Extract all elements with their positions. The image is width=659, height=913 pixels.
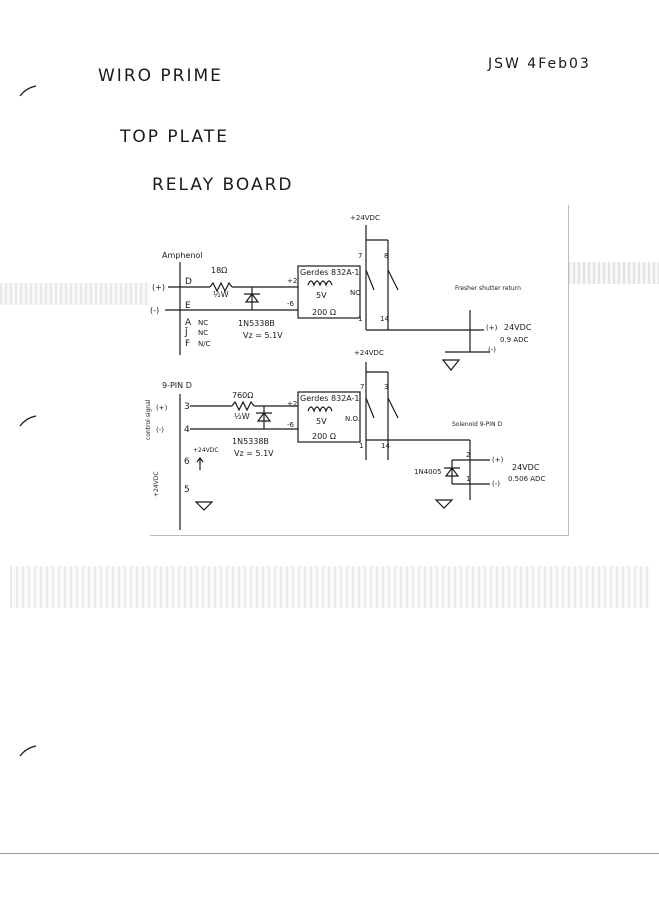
c1-nc1: NC bbox=[198, 319, 208, 327]
circuit-1: Amphenol D E A J̄ F NC NC N/C (+) (-) 18… bbox=[150, 214, 532, 371]
c2-ground-symbol bbox=[194, 501, 214, 511]
c2-connector-label: 9-PIN D bbox=[162, 381, 192, 390]
c1-ground-symbol bbox=[441, 359, 461, 371]
c1-supply: +24VDC bbox=[350, 214, 380, 222]
c1-no: NO bbox=[350, 289, 361, 297]
c2-pin14: 14 bbox=[381, 442, 390, 450]
subtitle: TOP PLATE bbox=[120, 127, 229, 147]
scan-noise-band-1 bbox=[0, 283, 150, 305]
c1-switch-2 bbox=[387, 269, 399, 291]
c2-relay-body bbox=[297, 391, 361, 443]
c1-nc2: NC bbox=[198, 329, 208, 337]
c1-pin1: 1 bbox=[358, 315, 362, 323]
c2-out-plus: (+) bbox=[492, 456, 504, 464]
c2-pin6-arrow bbox=[196, 457, 204, 470]
c1-relay-body bbox=[297, 265, 361, 319]
pasted-schematic-sheet bbox=[150, 205, 569, 536]
c2-resistor-value: 760Ω bbox=[232, 391, 253, 400]
c2-diode-part: 1N5338B bbox=[232, 437, 269, 446]
c2-switch-1 bbox=[365, 397, 375, 419]
c2-pin4: 4 bbox=[184, 425, 190, 435]
hole-punch-marks bbox=[19, 85, 37, 757]
circuit-2: 9-PIN D 3 4 6 5 (+) (-) control signal +… bbox=[145, 349, 545, 530]
board-name: RELAY BOARD bbox=[152, 175, 294, 195]
c2-minus6: -6 bbox=[287, 421, 295, 429]
c2-flyback: 1N4005 bbox=[414, 468, 442, 476]
c1-out-current: 0.9 ADC bbox=[500, 336, 529, 344]
c1-coil-resistance: 200 Ω bbox=[312, 308, 336, 317]
c1-minus6: -6 bbox=[287, 300, 295, 308]
c2-pin1: 1 bbox=[359, 442, 363, 450]
c1-resistor-value: 18Ω bbox=[211, 266, 227, 275]
c2-pin6: 6 bbox=[184, 457, 190, 467]
c2-side-label: control signal bbox=[145, 399, 152, 440]
scan-noise-band-2 bbox=[568, 262, 659, 284]
c1-output-label: Fresher shutter return bbox=[455, 285, 521, 292]
c2-resistor-watt: ½W bbox=[234, 412, 250, 421]
c2-switch-2 bbox=[387, 397, 399, 419]
c2-plus2: +2 bbox=[287, 400, 297, 408]
c2-pin6-supply: +24VDC bbox=[193, 447, 219, 454]
c2-coil-resistance: 200 Ω bbox=[312, 432, 336, 441]
c1-plus2: +2 bbox=[287, 277, 297, 285]
c2-relay-name: Gerdes 832A-1 bbox=[300, 394, 360, 403]
c2-sol-pin2: 2 bbox=[466, 451, 470, 459]
c1-zener-diode bbox=[244, 293, 260, 303]
scan-bottom-edge bbox=[0, 853, 659, 854]
c2-pin3r: 3 bbox=[384, 383, 388, 391]
c1-pin-jbar: J̄ bbox=[184, 326, 189, 338]
c1-relay-coil bbox=[307, 280, 333, 287]
hole-punch-bottom bbox=[19, 745, 37, 757]
hole-punch-top bbox=[19, 85, 37, 97]
c1-connector-label: Amphenol bbox=[162, 251, 203, 260]
c1-relay-name: Gerdes 832A-1 bbox=[300, 268, 360, 277]
c2-out-current: 0.506 ADC bbox=[508, 475, 545, 483]
c2-solenoid-label: Solenoid 9-PIN D bbox=[452, 421, 502, 428]
c2-pin5: 5 bbox=[184, 485, 190, 495]
c1-out-voltage: 24VDC bbox=[504, 323, 532, 332]
c2-ground-symbol-2 bbox=[434, 499, 454, 509]
c1-pin7: 7 bbox=[358, 252, 362, 260]
hole-punch-middle bbox=[19, 415, 37, 427]
c1-out-minus: (-) bbox=[488, 346, 496, 354]
c2-pin3: 3 bbox=[184, 402, 190, 412]
c1-minus: (-) bbox=[150, 306, 159, 315]
c1-pin8: 8 bbox=[384, 252, 388, 260]
c2-plus: (+) bbox=[156, 404, 168, 412]
c1-out-plus: (+) bbox=[486, 324, 498, 332]
c2-supply: +24VDC bbox=[354, 349, 384, 357]
c1-vz: Vz = 5.1V bbox=[243, 331, 283, 340]
c2-pin7: 7 bbox=[360, 383, 364, 391]
c1-resistor bbox=[209, 281, 233, 293]
c1-pin-d: D bbox=[185, 277, 192, 287]
title: WIRO PRIME bbox=[98, 66, 223, 86]
c2-coil-voltage: 5V bbox=[316, 417, 327, 426]
c1-switch-1 bbox=[365, 269, 375, 291]
c1-coil-voltage: 5V bbox=[316, 291, 327, 300]
c1-pin-e: E bbox=[185, 301, 191, 311]
signature: JSW 4Feb03 bbox=[488, 56, 591, 72]
c2-sol-pin1: 1 bbox=[466, 475, 470, 483]
c1-nc3: N/C bbox=[198, 340, 211, 348]
c2-resistor bbox=[231, 400, 255, 412]
c2-no: N.O. bbox=[345, 415, 360, 423]
c2-out-minus: (-) bbox=[492, 480, 500, 488]
c2-side-supply: +24VDC bbox=[153, 471, 160, 497]
c1-pin-f: F bbox=[185, 339, 190, 349]
c2-zener-diode bbox=[256, 412, 272, 422]
c1-pin14: 14 bbox=[380, 315, 389, 323]
c2-relay-coil bbox=[307, 406, 333, 413]
c2-flyback-diode bbox=[444, 467, 460, 477]
c2-minus: (-) bbox=[156, 426, 164, 434]
scan-noise-band-3 bbox=[10, 566, 650, 608]
c2-out-voltage: 24VDC bbox=[512, 463, 540, 472]
c2-vz: Vz = 5.1V bbox=[234, 449, 274, 458]
c1-plus: (+) bbox=[152, 283, 165, 292]
c1-pin-a: A bbox=[185, 318, 192, 328]
c1-diode-part: 1N5338B bbox=[238, 319, 275, 328]
c1-resistor-watt: ½W bbox=[213, 290, 229, 299]
